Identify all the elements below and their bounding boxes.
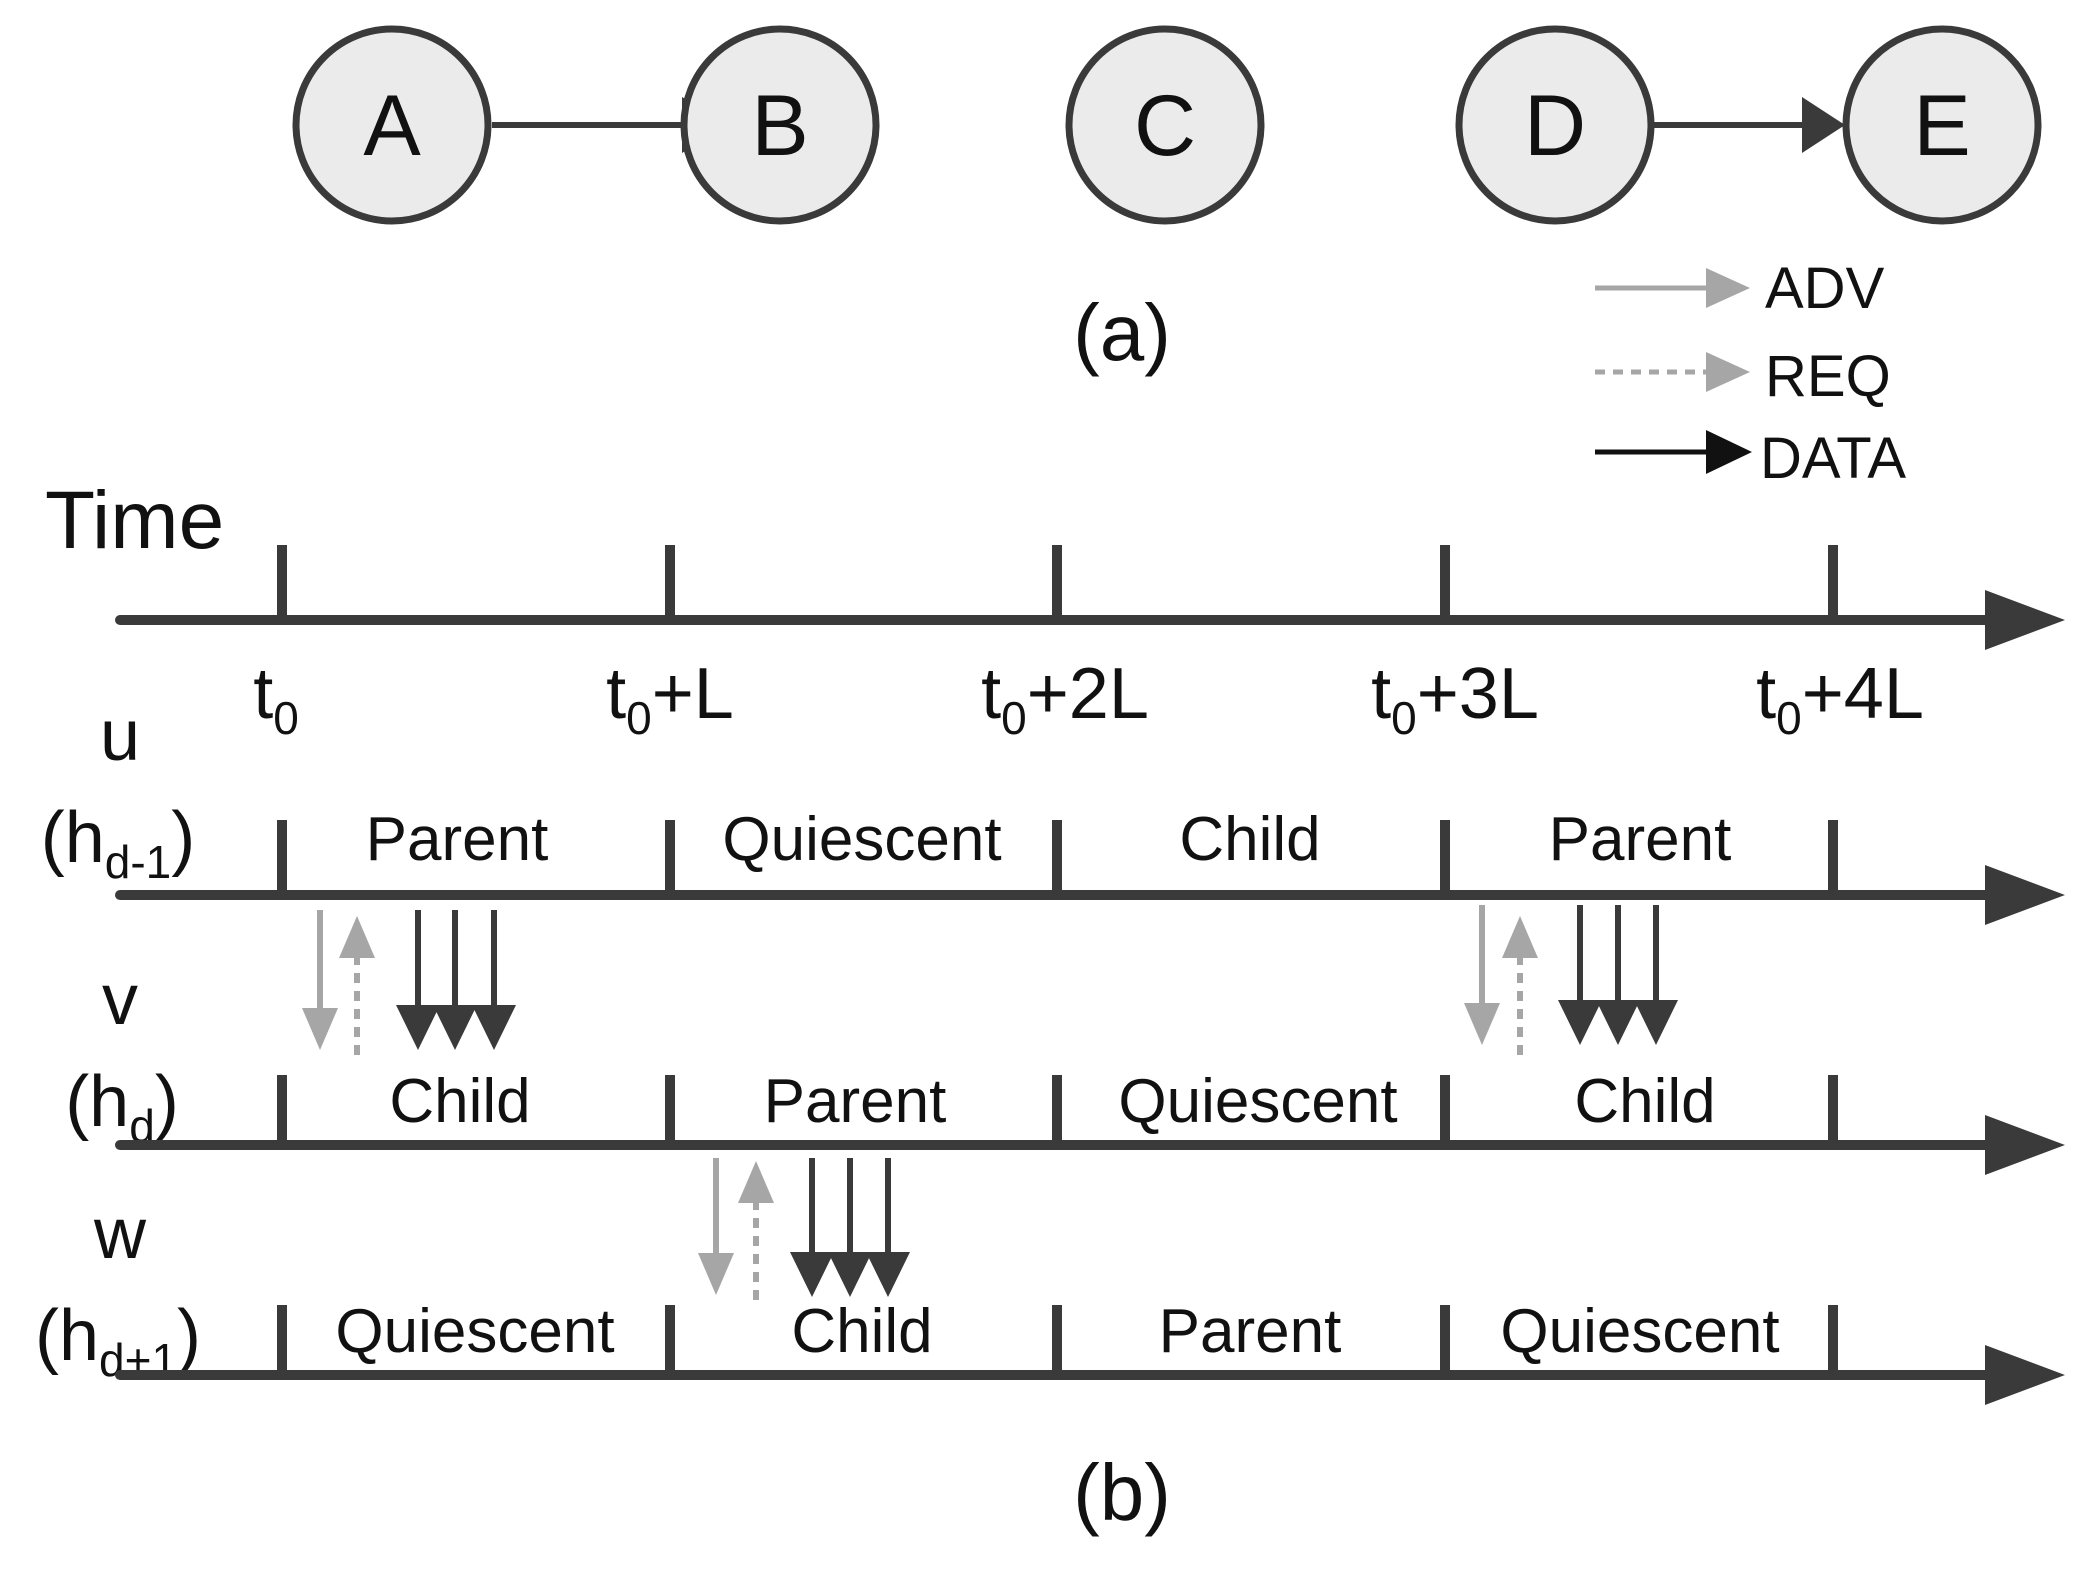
data-arrow [1634,905,1678,1045]
edge-d-e-arrowhead [1802,97,1845,153]
legend-data-label: DATA [1760,426,1906,491]
time-axis-title: Time [45,475,224,566]
req-arrow [1502,916,1538,1055]
node-a: A [292,25,492,225]
row-u-name: u [100,696,140,776]
row-v-name: v [102,960,138,1040]
tick-label-4: t0+4L [1756,654,1924,744]
tick-label-2: t0+2L [981,654,1149,744]
row-u: u (hd-1) Parent Quiescent Child Parent [41,696,2065,925]
row-w-level: (hd+1) [35,1296,201,1386]
legend-adv-label: ADV [1765,256,1885,321]
node-e: E [1842,25,2042,225]
row-v: v (hd) Child Parent Quiescent Child [65,960,2065,1175]
data-arrow [866,1158,910,1297]
data-arrow [1596,905,1640,1045]
row-u-state-1: Parent [366,805,549,874]
tick-label-3: t0+3L [1371,654,1539,744]
part-a: A B C D E (a) [292,25,2042,377]
legend-item-data: DATA [1595,426,1906,491]
data-arrow [790,1158,834,1297]
row-w: w (hd+1) Quiescent Child Parent Quiescen… [35,1194,2065,1405]
node-c: C [1065,25,1265,225]
time-axis [115,545,2065,650]
row-v-state-3: Quiescent [1118,1067,1397,1136]
exchange-u-v-4 [1464,905,1678,1055]
node-d-label: D [1524,78,1586,174]
data-arrow [396,910,440,1050]
row-u-state-2: Quiescent [722,805,1001,874]
legend-data-arrowhead [1706,430,1752,474]
part-b: Time t0 t0+L t0+2L t0+3L t0+4L u (hd-1) [35,475,2065,1537]
row-v-level: (hd) [65,1062,179,1152]
legend-req-label: REQ [1765,344,1891,409]
row-u-state-4: Parent [1549,805,1732,874]
row-w-state-2: Child [791,1297,932,1366]
row-w-name: w [93,1194,147,1274]
node-b: B [680,25,880,225]
data-arrow [433,910,477,1050]
adv-arrow [1464,905,1500,1045]
caption-a: (a) [1073,288,1171,377]
legend: ADV REQ DATA [1595,256,1906,491]
row-w-state-1: Quiescent [335,1297,614,1366]
adv-arrow [302,910,338,1050]
adv-arrow [698,1158,734,1295]
node-a-label: A [363,78,421,174]
legend-adv-arrowhead [1706,268,1750,308]
node-d: D [1455,25,1655,225]
row-u-level: (hd-1) [41,798,196,888]
req-arrow [738,1161,774,1300]
exchange-u-v-1 [302,910,516,1055]
tick-label-1: t0+L [606,654,734,744]
node-b-label: B [751,78,808,174]
caption-b: (b) [1073,1448,1171,1537]
row-v-state-4: Child [1574,1067,1715,1136]
row-w-state-3: Parent [1159,1297,1342,1366]
data-arrow [1558,905,1602,1045]
row-w-state-4: Quiescent [1500,1297,1779,1366]
tick-label-0: t0 [253,654,299,744]
data-arrow [472,910,516,1050]
row-u-state-3: Child [1179,805,1320,874]
node-e-label: E [1913,78,1970,174]
legend-item-req: REQ [1595,344,1891,409]
legend-item-adv: ADV [1595,256,1885,321]
node-c-label: C [1134,78,1196,174]
row-v-state-1: Child [389,1067,530,1136]
data-arrow [828,1158,872,1297]
exchange-v-w-2 [698,1158,910,1300]
legend-req-arrowhead [1706,352,1750,392]
row-v-state-2: Parent [764,1067,947,1136]
req-arrow [339,916,375,1055]
